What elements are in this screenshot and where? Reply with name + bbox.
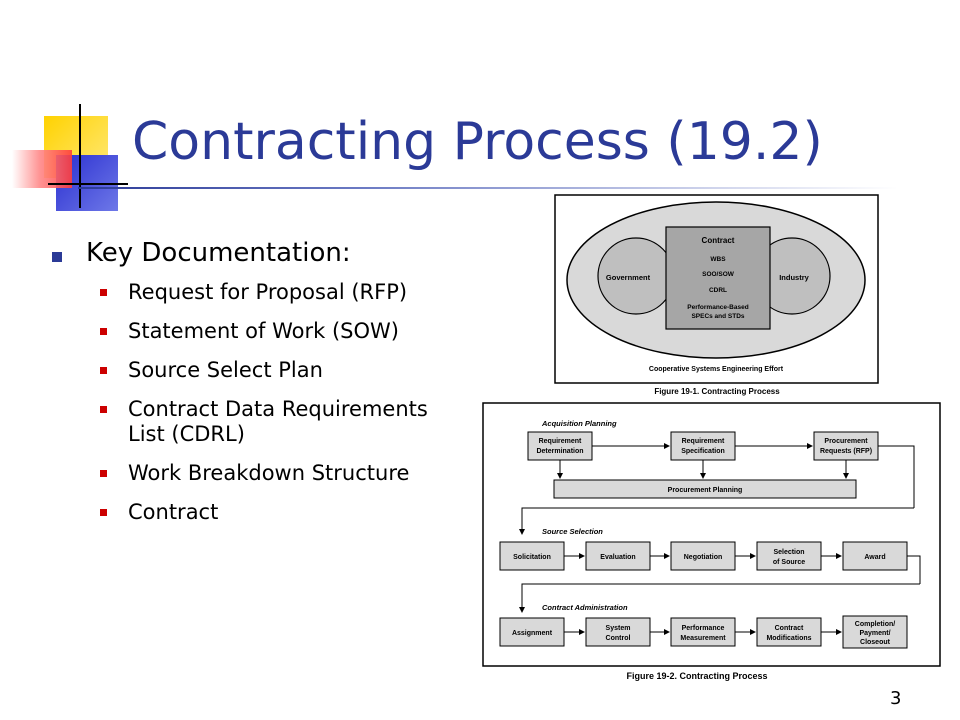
box-text: Performance — [682, 625, 725, 632]
bullet-list: Key Documentation: Request for Proposal … — [52, 238, 468, 539]
industry-label: Industry — [779, 273, 809, 282]
figure-1-caption: Figure 19-1. Contracting Process — [654, 387, 780, 396]
sub-bullet-item: Work Breakdown Structure — [86, 461, 468, 486]
box-text: Award — [864, 554, 885, 561]
box-text: Specification — [681, 448, 725, 455]
figure-19-2: Acquisition Planning Requirement Determi… — [482, 402, 941, 681]
figure-19-1: Government Industry Contract WBS SOO/SOW… — [554, 194, 879, 396]
sub-bullet-item: Contract — [86, 500, 468, 525]
box-negotiation — [670, 541, 736, 571]
box-text: Solicitation — [513, 554, 551, 561]
contract-box — [665, 226, 771, 330]
sub-bullet-list: Request for Proposal (RFP) Statement of … — [52, 280, 468, 525]
box-text: Requests (RFP) — [820, 448, 872, 455]
box-award — [842, 541, 908, 571]
box-text: Selection — [773, 549, 804, 556]
box-text: System — [606, 625, 631, 632]
decor-horizontal-line — [48, 183, 128, 185]
box-text: Control — [606, 635, 631, 642]
box-completion-payment-closeout — [842, 615, 908, 649]
sub-bullet-item: Request for Proposal (RFP) — [86, 280, 468, 305]
box-contract-modifications — [756, 617, 822, 647]
box-text: Requirement — [539, 438, 582, 445]
box-text: Closeout — [860, 639, 891, 646]
government-label: Government — [606, 273, 651, 282]
sub-bullet-item: Contract Data Requirements List (CDRL) — [86, 397, 468, 447]
box-procurement-requests — [813, 431, 879, 461]
contract-item: SPECs and STDs — [691, 313, 744, 320]
page-number: 3 — [890, 688, 902, 709]
box-procurement-planning — [553, 479, 857, 499]
effort-label: Cooperative Systems Engineering Effort — [649, 366, 784, 373]
box-text: Requirement — [682, 438, 725, 445]
box-text: Procurement — [824, 438, 868, 445]
box-text: Completion/ — [855, 621, 895, 628]
box-solicitation — [499, 541, 565, 571]
contract-item: CDRL — [709, 287, 727, 294]
section-acquisition-planning: Acquisition Planning — [541, 419, 617, 428]
box-text: Payment/ — [859, 630, 890, 637]
box-text: Assignment — [512, 630, 553, 637]
box-text: Measurement — [680, 635, 726, 642]
contract-item: SOO/SOW — [702, 271, 735, 278]
box-text: Negotiation — [684, 554, 723, 561]
slide-title: Contracting Process (19.2) — [132, 112, 823, 172]
contract-item: WBS — [710, 256, 726, 263]
section-contract-administration: Contract Administration — [542, 603, 628, 612]
box-text: of Source — [773, 559, 805, 566]
sub-bullet-item: Statement of Work (SOW) — [86, 319, 468, 344]
box-text: Contract — [775, 625, 804, 632]
box-text: Modifications — [766, 635, 811, 642]
contract-item: Performance-Based — [687, 304, 748, 311]
contract-title: Contract — [702, 236, 735, 245]
title-underline — [78, 187, 898, 189]
box-text: Evaluation — [600, 554, 635, 561]
box-text: Determination — [536, 448, 583, 455]
figure-2-caption: Figure 19-2. Contracting Process — [626, 671, 767, 681]
decor-red-square — [12, 150, 72, 188]
bullet-heading-text: Key Documentation: — [86, 238, 351, 268]
box-text: Procurement Planning — [668, 487, 743, 494]
bullet-heading: Key Documentation: — [52, 238, 468, 268]
box-requirement-determination — [527, 431, 593, 461]
sub-bullet-group: Request for Proposal (RFP) Statement of … — [52, 280, 468, 525]
decor-vertical-line — [79, 104, 81, 208]
sub-bullet-item: Source Select Plan — [86, 358, 468, 383]
box-requirement-specification — [670, 431, 736, 461]
section-source-selection: Source Selection — [542, 527, 603, 536]
box-selection-of-source — [756, 541, 822, 571]
